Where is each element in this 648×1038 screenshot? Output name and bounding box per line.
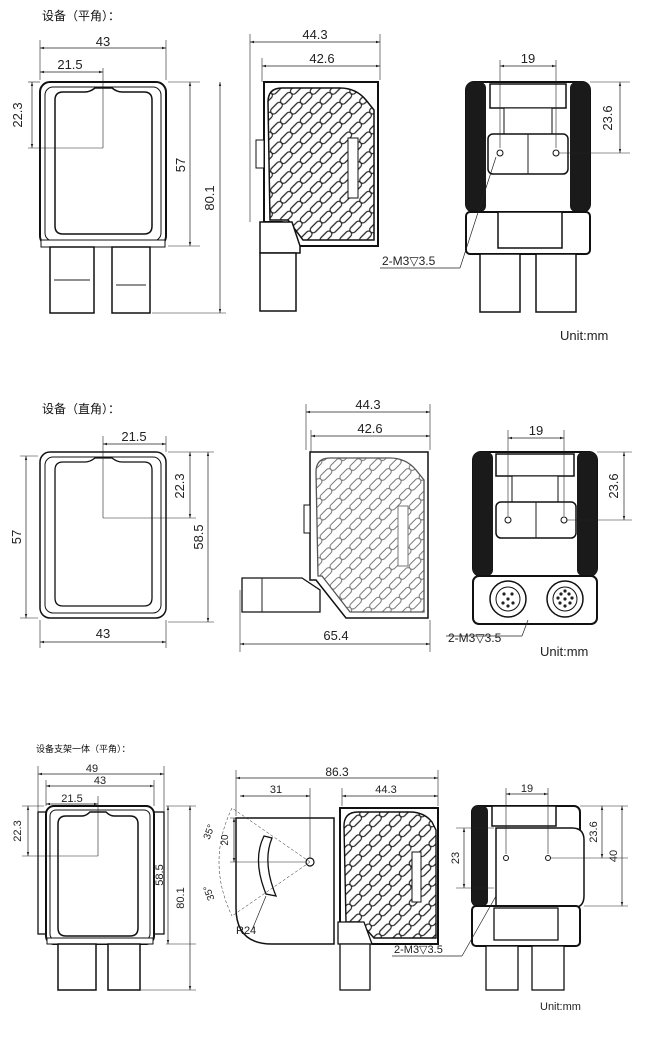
dim-radius: R24 xyxy=(236,925,256,937)
unit-label-3: Unit:mm xyxy=(540,1001,581,1013)
dim-hole-spacing: 19 xyxy=(521,51,535,66)
front-lens-window xyxy=(54,87,153,235)
dim-lens-height: 22.3 xyxy=(172,473,187,498)
front-view-2: 21.5 22.3 57 58.5 43 xyxy=(9,429,214,648)
dim-hole-spacing: 19 xyxy=(529,423,543,438)
section-flat-angle: 设备（平角）： 43 21.5 22.3 57 xyxy=(10,9,630,343)
thread-label: 2-M3▽3.5 xyxy=(394,944,443,956)
section-bracket-flat: 设备支架一体（平角）： 49 43 21.5 22.3 xyxy=(12,743,628,1013)
side-view-3: 86.3 31 44.3 20 35° 35° R24 xyxy=(202,765,439,991)
section-right-angle: 设备（直角）： 21.5 22.3 57 58.5 43 xyxy=(9,397,632,659)
side-connector xyxy=(259,252,297,312)
connector-right xyxy=(111,246,151,314)
dim-bracket-hole-height: 23 xyxy=(450,852,462,864)
dim-width: 43 xyxy=(96,34,110,49)
dim-body-depth: 44.3 xyxy=(375,784,396,796)
dim-bracket-depth: 31 xyxy=(270,784,282,796)
angle-top: 35° xyxy=(202,823,218,841)
dim-lens-offset: 21.5 xyxy=(61,793,82,805)
section-1-title: 设备（平角）： xyxy=(42,9,120,23)
unit-label-2: Unit:mm xyxy=(540,644,588,659)
angle-bottom: 35° xyxy=(202,884,218,902)
dim-total-depth: 86.3 xyxy=(325,765,349,779)
thread-label: 2-M3▽3.5 xyxy=(448,631,502,645)
dim-hole-height: 23.6 xyxy=(606,473,621,498)
side-view-2: 44.3 42.6 65.4 xyxy=(239,397,431,652)
section-2-title: 设备（直角）： xyxy=(42,402,120,416)
dim-side-depth-outer: 44.3 xyxy=(355,397,380,412)
front-view-3: 49 43 21.5 22.3 58.5 80.1 xyxy=(12,763,196,991)
back-view-1: 19 23.6 2-M3▽3.5 xyxy=(380,51,630,313)
section-3-title: 设备支架一体（平角）： xyxy=(36,743,131,755)
back-view-3: 19 23.6 40 23 2-M3▽3.5 xyxy=(392,783,628,991)
dim-hole-height: 23.6 xyxy=(600,105,615,130)
bracket-arc-slot xyxy=(257,835,278,897)
dim-hole-height: 23.6 xyxy=(588,821,600,842)
dim-hole-spacing: 19 xyxy=(521,783,533,795)
dim-lens-height: 22.3 xyxy=(12,820,24,841)
side-connector xyxy=(241,577,321,613)
dim-body-height: 57 xyxy=(9,530,24,544)
dim-width: 43 xyxy=(94,775,106,787)
unit-label-1: Unit:mm xyxy=(560,328,608,343)
side-grill xyxy=(267,87,375,241)
dim-total-depth: 65.4 xyxy=(323,628,348,643)
dim-side-depth-inner: 42.6 xyxy=(357,421,382,436)
dim-width: 43 xyxy=(96,626,110,641)
dim-total-height: 80.1 xyxy=(175,887,187,908)
dim-side-depth-inner: 42.6 xyxy=(309,51,334,66)
dim-bracket-height: 40 xyxy=(608,850,620,862)
dim-body-height: 58.5 xyxy=(154,864,166,885)
dim-side-depth-outer: 44.3 xyxy=(302,27,327,42)
dim-bracket-width: 49 xyxy=(86,763,98,775)
dim-total-height: 80.1 xyxy=(202,185,217,210)
dim-lens-offset: 21.5 xyxy=(57,57,82,72)
back-view-2: 19 23.6 2-M3▽3.5 xyxy=(446,423,632,645)
thread-label: 2-M3▽3.5 xyxy=(382,254,436,268)
dim-lens-height: 22.3 xyxy=(10,102,25,127)
bracket-plate-back xyxy=(495,827,585,909)
dim-total-height: 58.5 xyxy=(191,524,206,549)
dim-slot-height: 20 xyxy=(220,834,231,846)
dim-body-height: 57 xyxy=(173,158,188,172)
dim-lens-offset: 21.5 xyxy=(121,429,146,444)
front-view-1: 43 21.5 22.3 57 80.1 xyxy=(10,34,226,314)
side-view-1: 44.3 42.6 xyxy=(249,27,381,312)
